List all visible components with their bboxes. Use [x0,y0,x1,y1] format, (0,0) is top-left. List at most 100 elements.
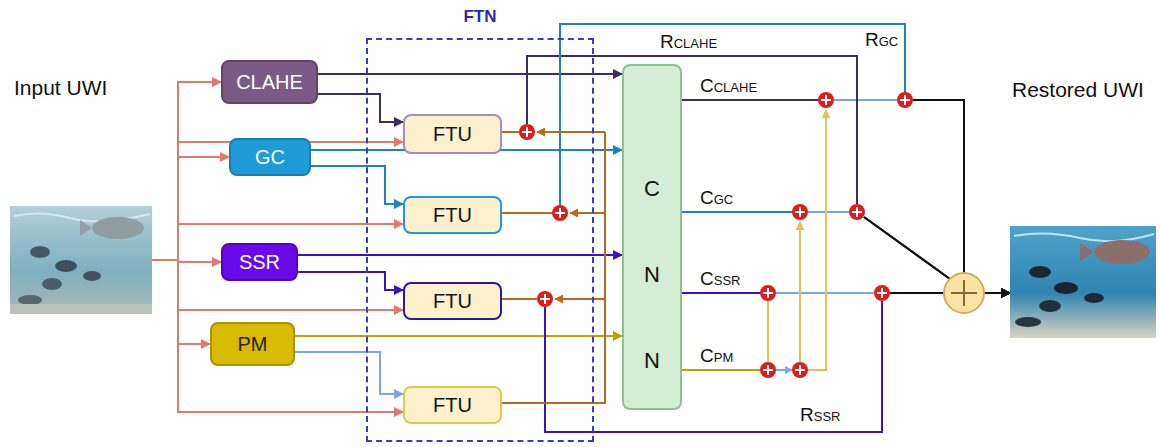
branch-arrow [799,222,801,362]
signal-label: CPM [700,346,733,365]
network-box: C N N [622,64,682,410]
add-node [897,92,913,108]
process-box: SSR [221,243,298,281]
connector-line [682,369,760,371]
restored-photo [1010,226,1156,338]
process-box: GC [229,138,311,176]
fish [83,271,101,281]
input-image: Input UWI [10,206,152,314]
photo-background [10,206,152,314]
connector [502,56,1010,293]
connector-line [984,292,1010,294]
connector [318,74,622,75]
connector-line [864,217,950,279]
add-node [552,205,568,221]
process-box: FTU [403,282,502,320]
add-node [760,285,776,301]
box-label: FTU [433,123,472,145]
box-label: FTU [433,204,472,226]
connector-line [890,292,944,294]
sand [10,304,152,314]
box-label: PM [238,333,268,355]
box-label: SSR [239,251,280,273]
fish [92,217,144,239]
image-caption: Restored UWI [1012,78,1144,101]
signal-label: CGC [700,188,733,207]
connector-line [527,56,857,204]
connector [152,82,221,260]
connector-line [984,292,1010,294]
fish [1084,293,1104,303]
connector [152,260,210,344]
sum-circle [944,273,984,313]
process-box: CLAHE [221,60,318,104]
weight-arrow [570,212,605,214]
connector-line [767,301,769,362]
connector-line [834,99,897,101]
add-node [519,124,535,140]
connector-line [298,254,622,256]
branch-arrow [808,110,826,370]
group-box: FTNFTUFTUFTUFTU [366,38,594,442]
connector-line [984,292,1010,294]
connector-line [984,292,1010,294]
connector-line [502,212,552,214]
network-label: C N N [624,146,680,404]
underwater-photo [10,206,152,314]
signal-label: RGC [865,30,898,49]
add-node [537,291,553,307]
connector-line [864,217,950,279]
connector-line [682,292,760,294]
fish [55,260,77,272]
connector-line [152,82,221,260]
process-box: FTU [403,114,502,154]
connector-line [984,292,1010,294]
photo-background [1010,226,1156,338]
connector-line [890,292,944,294]
signal-label: CSSR [700,269,740,288]
connector-line [913,100,964,273]
fish [1015,317,1041,327]
process-box: FTU [403,386,502,424]
process-box: PM [210,322,295,366]
fish-tail [80,220,92,236]
connector [295,352,403,394]
add-node [792,204,808,220]
fish [1039,300,1061,312]
box-label: FTU [433,290,472,312]
fish-tail [1080,243,1094,261]
connector [682,100,1010,293]
fish [1054,282,1078,294]
fish [18,295,42,305]
output-image: Restored UWI [1010,226,1156,338]
connector-line [984,292,1010,294]
add-node [874,285,890,301]
connector [152,157,229,260]
link-arrow [776,369,792,371]
fish [30,246,50,258]
add-node [792,362,808,378]
connector-line [545,301,882,432]
connector [298,255,622,256]
image-caption: Input UWI [14,76,107,99]
signal-label: CCLAHE [700,76,757,95]
connector-line [682,211,792,213]
add-node [760,362,776,378]
connector-line [152,260,210,344]
box-label: GC [255,146,285,168]
connector [298,272,403,290]
connector-line [318,94,403,122]
connector-line [913,100,964,273]
connector-line [890,292,944,294]
connector-line [311,166,403,204]
connector-line [808,211,849,213]
connector-line [984,292,1010,294]
box-label: FTU [433,394,472,416]
box-label: CLAHE [236,71,303,93]
connector-line [560,24,905,205]
